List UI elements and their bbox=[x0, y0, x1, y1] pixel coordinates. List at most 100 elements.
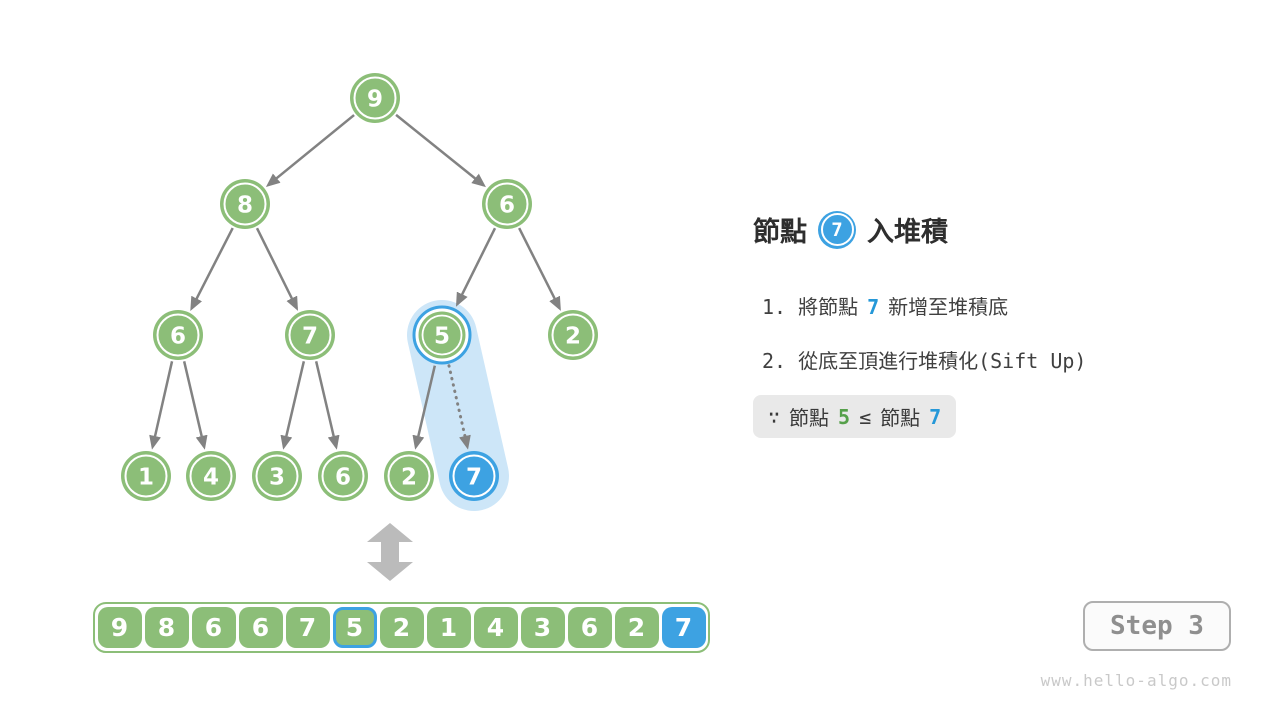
tree-node: 8 bbox=[220, 179, 270, 229]
tree-node: 6 bbox=[153, 310, 203, 360]
tree-edges-layer bbox=[149, 113, 561, 450]
node-disk bbox=[418, 311, 466, 359]
node-value: 3 bbox=[269, 465, 285, 491]
array-cell: 7 bbox=[285, 607, 330, 648]
node-inner-ring bbox=[353, 76, 397, 120]
array-cell: 2 bbox=[614, 607, 659, 648]
array-cell: 6 bbox=[191, 607, 236, 648]
step-badge: Step 3 bbox=[1083, 601, 1231, 651]
sift-up-dotted-edge bbox=[447, 364, 471, 450]
array-cell: 1 bbox=[426, 607, 471, 648]
tree-edge bbox=[182, 361, 208, 450]
tree-node: 7 bbox=[449, 451, 499, 501]
tree-node: 7 bbox=[285, 310, 335, 360]
node-value: 6 bbox=[170, 324, 186, 350]
inserted-node-badge-value: 7 bbox=[820, 213, 854, 246]
tree-edge bbox=[395, 113, 486, 188]
node-inner-ring bbox=[189, 454, 233, 498]
array-cell: 2 bbox=[379, 607, 424, 648]
node-inner-ring bbox=[223, 182, 267, 226]
array-cell: 4 bbox=[473, 607, 518, 648]
array-cell: 3 bbox=[520, 607, 565, 648]
node-inner-ring bbox=[321, 454, 365, 498]
node-value: 5 bbox=[434, 324, 450, 350]
node-disk bbox=[482, 179, 532, 229]
tree-edge bbox=[412, 365, 437, 450]
array-cell: 6 bbox=[567, 607, 612, 648]
tree-edge bbox=[456, 227, 497, 307]
tree-node: 9 bbox=[350, 73, 400, 123]
tree-node: 2 bbox=[548, 310, 598, 360]
node-disk bbox=[153, 310, 203, 360]
node-inner-ring bbox=[551, 313, 595, 357]
array-cell: 5 bbox=[332, 607, 377, 648]
because-text-1: 節點 bbox=[789, 406, 830, 430]
tree-node: 6 bbox=[482, 179, 532, 229]
step-2-number: 2. bbox=[762, 349, 787, 373]
node-value: 8 bbox=[237, 193, 253, 219]
tree-edge bbox=[255, 227, 298, 311]
node-disk bbox=[121, 451, 171, 501]
tree-node: 4 bbox=[186, 451, 236, 501]
tree-edge bbox=[518, 227, 561, 311]
array-cell: 8 bbox=[144, 607, 189, 648]
because-value-7: 7 bbox=[929, 404, 942, 429]
because-operator: ≤ bbox=[859, 404, 872, 429]
because-condition-box: ∵ 節點 5 ≤ 節點 7 bbox=[753, 395, 957, 438]
tree-edge bbox=[314, 361, 340, 450]
node-value: 9 bbox=[367, 87, 383, 113]
tree-edge bbox=[149, 361, 174, 450]
node-value: 7 bbox=[466, 465, 482, 491]
node-value: 4 bbox=[203, 465, 219, 491]
array-cell: 7 bbox=[661, 607, 706, 648]
node-inner-ring bbox=[288, 313, 332, 357]
node-value: 1 bbox=[138, 465, 154, 491]
node-inner-ring bbox=[124, 454, 168, 498]
step-2-text: 從底至頂進行堆積化(Sift Up) bbox=[798, 349, 1087, 373]
heap-tree-diagram: 9 8 6 6 7 5 2 1 4 3 6 2 7 bbox=[121, 73, 598, 581]
node-disk bbox=[220, 179, 270, 229]
node-inner-ring bbox=[387, 454, 431, 498]
node-disk bbox=[186, 451, 236, 501]
tree-array-equivalence-arrow bbox=[367, 523, 413, 581]
node-disk bbox=[318, 451, 368, 501]
tree-node: 3 bbox=[252, 451, 302, 501]
because-symbol: ∵ bbox=[768, 404, 781, 429]
tree-node: 2 bbox=[384, 451, 434, 501]
tree-edge bbox=[265, 114, 355, 187]
panel-title-text-right: 入堆積 bbox=[867, 217, 948, 247]
step-1-value: 7 bbox=[867, 295, 880, 319]
tree-edge bbox=[280, 361, 306, 450]
step-instruction-1: 1. 將節點 7 新增至堆積底 bbox=[762, 291, 1008, 320]
node-value: 7 bbox=[302, 324, 318, 350]
node-inner-ring bbox=[452, 454, 496, 498]
step-1-number: 1. bbox=[762, 295, 787, 319]
node-disk bbox=[285, 310, 335, 360]
because-value-5: 5 bbox=[838, 404, 851, 429]
node-value: 2 bbox=[565, 324, 581, 350]
updown-arrow-layer bbox=[367, 523, 413, 581]
step-1-text-post: 新增至堆積底 bbox=[888, 295, 1009, 319]
node-value: 6 bbox=[499, 193, 515, 219]
node-value: 2 bbox=[401, 465, 417, 491]
array-cell: 6 bbox=[238, 607, 283, 648]
node-inner-ring bbox=[255, 454, 299, 498]
node-inner-ring bbox=[421, 314, 463, 356]
node-inner-ring bbox=[156, 313, 200, 357]
step-instruction-2: 2. 從底至頂進行堆積化(Sift Up) bbox=[762, 345, 1086, 374]
panel-title-text-left: 節點 bbox=[753, 217, 807, 247]
node-disk bbox=[548, 310, 598, 360]
node-value: 6 bbox=[335, 465, 351, 491]
panel-title: 節點 7 入堆積 bbox=[753, 210, 948, 249]
node-disk bbox=[384, 451, 434, 501]
tree-node: 6 bbox=[318, 451, 368, 501]
step-1-text-pre: 將節點 bbox=[798, 295, 859, 319]
node-disk bbox=[449, 451, 499, 501]
array-cell: 9 bbox=[97, 607, 142, 648]
node-inner-ring bbox=[485, 182, 529, 226]
node-disk bbox=[350, 73, 400, 123]
tree-nodes-layer: 9 8 6 6 7 5 2 1 4 3 6 2 7 bbox=[121, 73, 598, 501]
tree-edge bbox=[190, 227, 234, 311]
watermark: www.hello-algo.com bbox=[1040, 671, 1232, 690]
